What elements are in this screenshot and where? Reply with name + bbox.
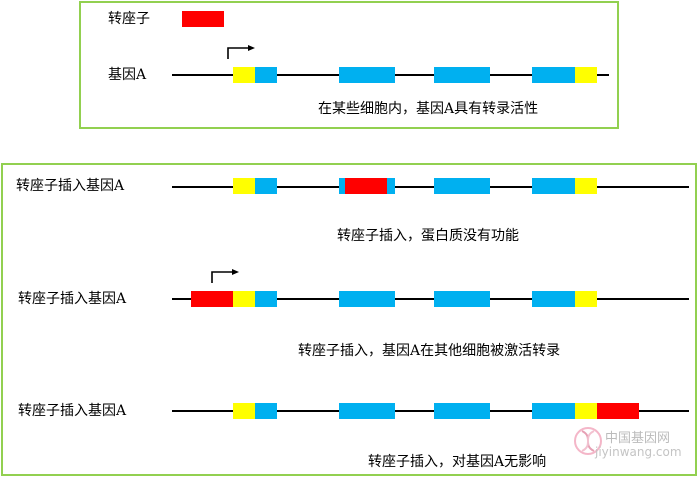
- row3-transposon: [597, 403, 639, 419]
- row3-caption: 转座子插入，对基因A无影响: [368, 454, 547, 470]
- row1-exon-1: [255, 178, 277, 194]
- top-panel: [79, 1, 619, 129]
- row1-exon-4: [532, 178, 575, 194]
- row2-line: [172, 298, 689, 300]
- exon-3: [434, 67, 490, 83]
- row1-utr-5: [233, 178, 255, 194]
- row3-exon-1: [255, 403, 277, 419]
- utr-3: [575, 67, 597, 83]
- exon-2: [339, 67, 395, 83]
- bottom-panel: [1, 163, 697, 476]
- row3-utr-5: [233, 403, 255, 419]
- exon-1: [255, 67, 277, 83]
- row1-label: 转座子插入基因A: [16, 178, 125, 194]
- exon-4: [532, 67, 575, 83]
- row2-transcription-start-arrow-icon: [211, 269, 239, 283]
- row2-exon-4: [532, 291, 575, 307]
- row3-label: 转座子插入基因A: [18, 403, 127, 419]
- gene-a-label: 基因A: [108, 67, 147, 83]
- row2-caption: 转座子插入，基因A在其他细胞被激活转录: [298, 343, 561, 359]
- row3-exon-3: [434, 403, 490, 419]
- watermark-name: 中国基因网: [605, 431, 671, 446]
- watermark: 中国基因网 jiyinwang.com: [573, 421, 693, 473]
- utr-5: [233, 67, 255, 83]
- row2-exon-2: [339, 291, 395, 307]
- top-caption: 在某些细胞内，基因A具有转录活性: [318, 101, 539, 117]
- transposon-block: [182, 11, 224, 27]
- row3-utr-3: [575, 403, 597, 419]
- row1-exon-3: [434, 178, 490, 194]
- row2-transposon: [191, 291, 233, 307]
- row1-transposon: [345, 178, 387, 194]
- row3-exon-2: [339, 403, 395, 419]
- row2-exon-1: [255, 291, 277, 307]
- dna-logo-icon: [574, 427, 602, 455]
- row2-label: 转座子插入基因A: [18, 291, 127, 307]
- row2-exon-3: [434, 291, 490, 307]
- row2-utr-5: [233, 291, 255, 307]
- row1-caption: 转座子插入，蛋白质没有功能: [337, 228, 519, 244]
- row2-utr-3: [575, 291, 597, 307]
- watermark-url: jiyinwang.com: [595, 445, 682, 459]
- row1-line: [172, 186, 689, 188]
- row1-utr-3: [575, 178, 597, 194]
- row3-exon-4: [532, 403, 575, 419]
- transcription-start-arrow-icon: [227, 45, 255, 59]
- transposon-label: 转座子: [108, 11, 150, 27]
- row3-line: [172, 410, 689, 412]
